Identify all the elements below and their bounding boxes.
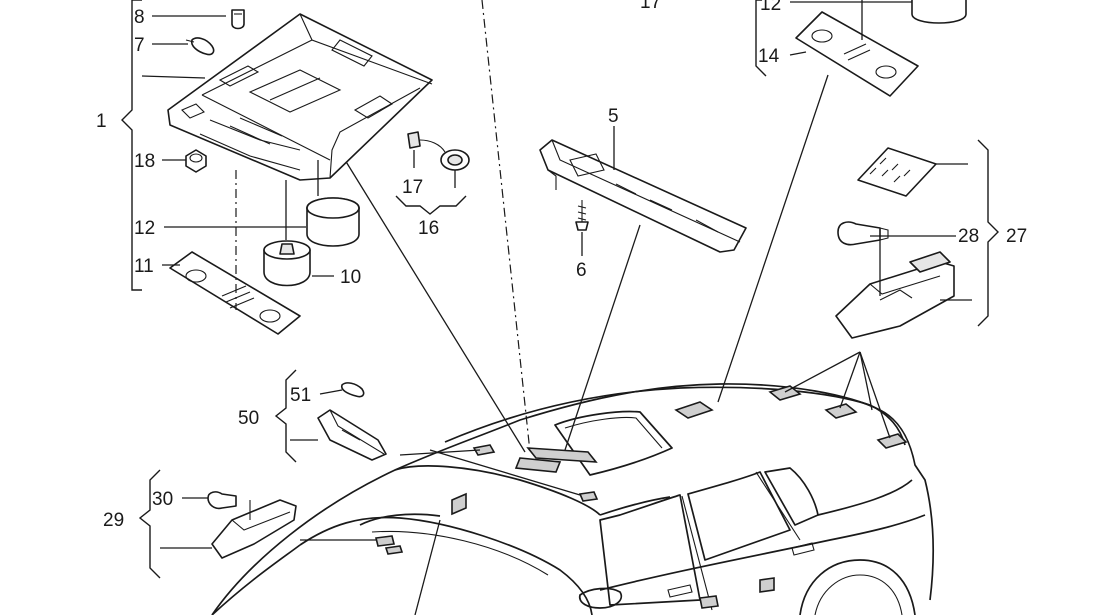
festoon-bulb-7: [185, 37, 215, 56]
light-bar-5: [539, 139, 747, 253]
brace-27: [977, 139, 999, 327]
callout-leaders: [141, 0, 972, 549]
callout-50: 50: [238, 408, 259, 429]
callout-6: 6: [576, 260, 587, 281]
lamp-16: [407, 131, 470, 171]
bulb-8: [231, 9, 245, 30]
plate-14: [795, 11, 919, 97]
callout-8: 8: [134, 7, 145, 28]
lamp-29: [207, 491, 297, 559]
reading-lamp-10: [263, 240, 311, 287]
callout-labels: 8 7 1 18 12 11 10 17 12 14 17 16 5 6 28 …: [96, 0, 1027, 531]
callout-30: 30: [152, 489, 173, 510]
roof-console: [167, 13, 433, 181]
brace-29: [138, 469, 161, 579]
brace-16: [395, 195, 467, 215]
callout-29: 29: [103, 510, 124, 531]
callout-12-right: 12: [760, 0, 781, 15]
brace-1: [121, 0, 142, 291]
plate-11: [169, 251, 301, 335]
callout-17: 17: [402, 177, 423, 198]
car-leader-lines: [300, 0, 891, 615]
lamp-50: [317, 382, 387, 461]
callout-18: 18: [134, 151, 155, 172]
brace-50: [274, 369, 297, 463]
car-body: [211, 383, 935, 615]
callout-27: 27: [1006, 226, 1027, 247]
lens-12-left: [306, 197, 360, 247]
callout-1: 1: [96, 111, 107, 132]
lens-12-right: [911, 0, 967, 24]
callout-10: 10: [340, 267, 361, 288]
brace-top-right: [755, 0, 767, 77]
lamp-27: [835, 147, 955, 339]
callout-51: 51: [290, 385, 311, 406]
callout-11: 11: [134, 256, 154, 277]
callout-14: 14: [758, 46, 780, 67]
screw-6: [575, 200, 589, 231]
callout-28: 28: [958, 226, 979, 247]
callout-16: 16: [418, 218, 439, 239]
callout-17-top: 17: [640, 0, 661, 13]
callout-7: 7: [134, 35, 145, 56]
nut-18: [185, 149, 207, 173]
callout-12-left: 12: [134, 218, 155, 239]
callout-5: 5: [608, 106, 619, 127]
